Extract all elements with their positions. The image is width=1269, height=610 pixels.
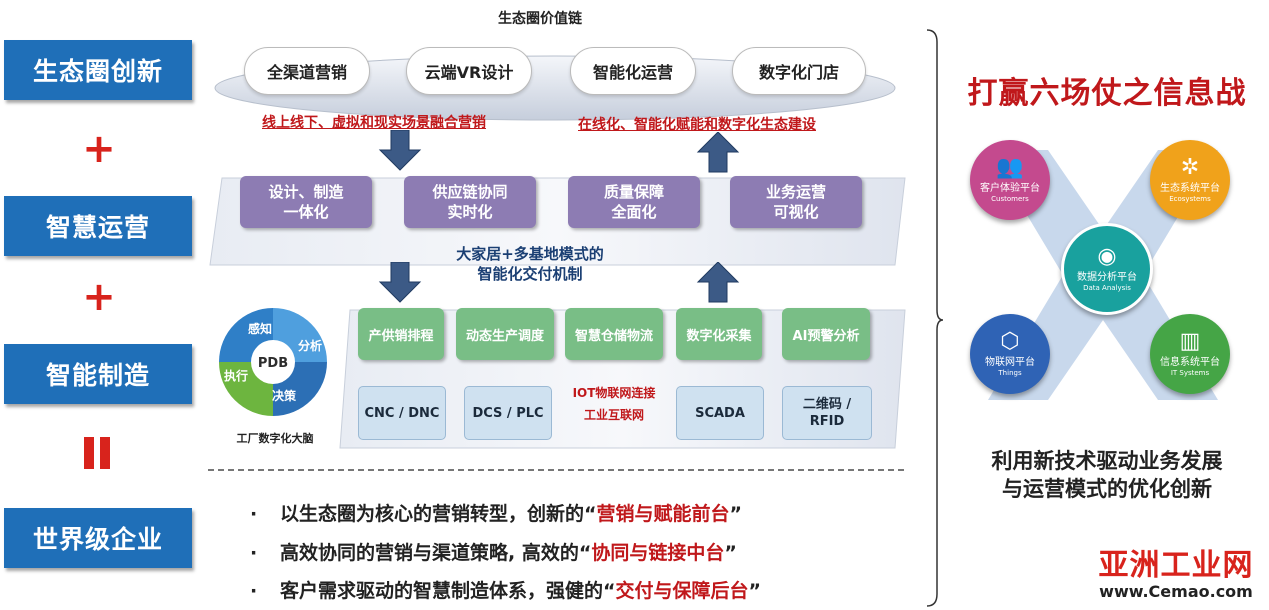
- bullet-front-office: ·以生态圈为核心的营销转型，创新的“营销与赋能前台”: [250, 503, 743, 525]
- cloud-vr-design: 云端VR设计: [406, 47, 532, 95]
- network-icon: ✲: [1180, 155, 1200, 180]
- op-box-business: 业务运营可视化: [730, 176, 862, 228]
- bullet-middle-office: ·高效协同的营销与渠道策略, 高效的“协同与链接中台”: [250, 542, 737, 564]
- pdb-segment-decide: 决策: [272, 388, 297, 403]
- info-war-title: 打赢六场仗之信息战: [967, 76, 1247, 111]
- op-box-supply: 供应链协同实时化: [404, 176, 536, 228]
- cube-icon: ⬡: [1000, 329, 1020, 354]
- eye-icon: ◉: [1097, 244, 1117, 269]
- circle-ecosystems: ✲ 生态系统平台 Ecosystems: [1150, 140, 1230, 220]
- delivery-mode-text: 大家居+多基地模式的智能化交付机制: [456, 245, 604, 283]
- mfg-box-dispatch: 动态生产调度: [456, 308, 554, 360]
- dashed-divider: [208, 469, 904, 471]
- up-arrow-icon: [696, 262, 740, 303]
- circle-things: ⬡ 物联网平台 Things: [970, 314, 1050, 394]
- pdb-segment-sense: 感知: [248, 321, 272, 336]
- iot-label: IOT物联网连接: [572, 386, 656, 400]
- cloud-omnichannel: 全渠道营销: [244, 47, 370, 95]
- mfg-box-scheduling: 产供销排程: [358, 308, 444, 360]
- equals-sign: [84, 437, 112, 469]
- red-caption-right: 在线化、智能化赋能和数字化生态建设: [578, 117, 816, 133]
- down-arrow-icon: [378, 130, 422, 171]
- bar-chart-icon: ▥: [1179, 329, 1201, 354]
- right-bottom-text: 利用新技术驱动业务发展与运营模式的优化创新: [991, 449, 1223, 501]
- circle-it-systems: ▥ 信息系统平台 IT Systems: [1150, 314, 1230, 394]
- device-box-dcs: DCS / PLC: [464, 386, 552, 440]
- industrial-internet-label: 工业互联网: [583, 408, 644, 422]
- circle-customers: 👥 客户体验平台 Customers: [970, 140, 1050, 220]
- left-item-ecosystem: 生态圈创新: [4, 40, 192, 100]
- up-arrow-icon: [696, 132, 740, 173]
- people-icon: 👥: [996, 155, 1024, 180]
- left-item-operation: 智慧运营: [4, 196, 192, 256]
- right-bracket: [926, 29, 944, 607]
- plus-sign-2: +: [82, 274, 116, 320]
- mfg-box-collection: 数字化采集: [676, 308, 762, 360]
- device-box-rfid: 二维码 /RFID: [782, 386, 872, 440]
- circle-data-analysis: ◉ 数据分析平台 Data Analysis: [1061, 223, 1153, 315]
- down-arrow-icon: [378, 262, 422, 303]
- pdb-segment-analyze: 分析: [298, 338, 322, 353]
- cloud-smart-ops: 智能化运营: [570, 47, 696, 95]
- cloud-digital-store: 数字化门店: [732, 47, 866, 95]
- bullet-back-office: ·客户需求驱动的智慧制造体系，强健的“交付与保障后台”: [250, 580, 762, 602]
- left-item-manufacturing: 智能制造: [4, 344, 192, 404]
- red-caption-left: 线上线下、虚拟和现实场景融合营销: [262, 115, 486, 131]
- op-box-design: 设计、制造一体化: [240, 176, 372, 228]
- mfg-box-ai-warning: AI预警分析: [782, 308, 870, 360]
- site-url: www.Cemao.com: [1099, 582, 1253, 601]
- op-box-quality: 质量保障全面化: [568, 176, 700, 228]
- value-chain-title: 生态圈价值链: [498, 11, 582, 27]
- site-logo: 亚洲工业网: [1098, 548, 1254, 583]
- plus-sign-1: +: [82, 126, 116, 172]
- pdb-center-label: PDB: [258, 356, 288, 371]
- pdb-wheel: 感知 分析 决策 执行 PDB: [219, 308, 327, 416]
- device-box-cnc: CNC / DNC: [358, 386, 446, 440]
- pdb-segment-execute: 执行: [224, 368, 248, 383]
- pdb-caption: 工厂数字化大脑: [236, 432, 314, 445]
- mfg-box-warehouse: 智慧仓储物流: [565, 308, 663, 360]
- cloud-ellipse: [214, 55, 896, 121]
- left-item-world-class: 世界级企业: [4, 508, 192, 568]
- device-box-scada: SCADA: [676, 386, 764, 440]
